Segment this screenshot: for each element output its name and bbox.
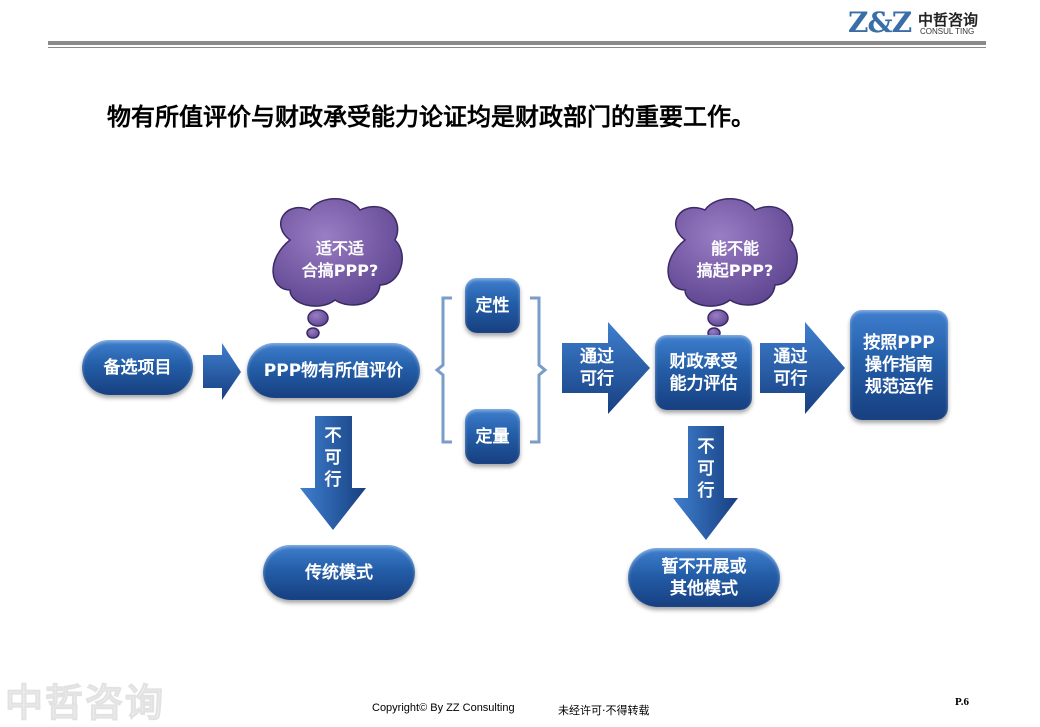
cloud-1-text: 适不适合搞PPP?	[301, 239, 379, 280]
node-traditional-mode: 传统模式	[263, 545, 415, 600]
arrow-down-2	[673, 426, 738, 540]
header-divider-thin	[48, 47, 986, 48]
logo-english: CONSUL TING	[920, 27, 975, 36]
logo-mark: Z&Z	[848, 6, 912, 39]
node-vfm-evaluation: PPP物有所值评价	[247, 343, 420, 398]
not-feasible-label-1: 不可行	[324, 426, 342, 490]
arrow-right-icon	[203, 343, 241, 400]
arrow-pass-2	[760, 322, 845, 414]
node-postpone: 暂不开展或其他模式	[628, 548, 780, 607]
arrow-pass-1	[562, 322, 650, 414]
footer-copyright: Copyright© By ZZ Consulting	[372, 702, 515, 714]
thought-cloud-1	[272, 198, 403, 339]
node-quantitative: 定量	[465, 409, 520, 464]
pass-label-1: 通过可行	[580, 347, 614, 389]
footer-notice: 未经许可·不得转载	[558, 704, 650, 717]
pass-label-2: 通过可行	[773, 347, 808, 389]
node-candidate-project: 备选项目	[82, 340, 193, 395]
cloud-2-text: 能不能搞起PPP?	[696, 239, 774, 280]
not-feasible-label-2: 不可行	[697, 437, 715, 501]
footer-watermark: 中哲咨询	[4, 681, 166, 726]
header-divider	[48, 41, 986, 45]
thought-cloud-2	[667, 198, 798, 339]
slide-title: 物有所值评价与财政承受能力论证均是财政部门的重要工作。	[107, 103, 755, 131]
logo-chinese: 中哲咨询	[918, 11, 979, 29]
bracket-right	[530, 296, 548, 444]
page-number: P.6	[955, 696, 969, 708]
arrow-down-1	[300, 416, 366, 530]
node-qualitative: 定性	[465, 278, 520, 333]
bracket-left	[434, 296, 452, 444]
node-fiscal-assessment: 财政承受能力评估	[655, 335, 752, 410]
